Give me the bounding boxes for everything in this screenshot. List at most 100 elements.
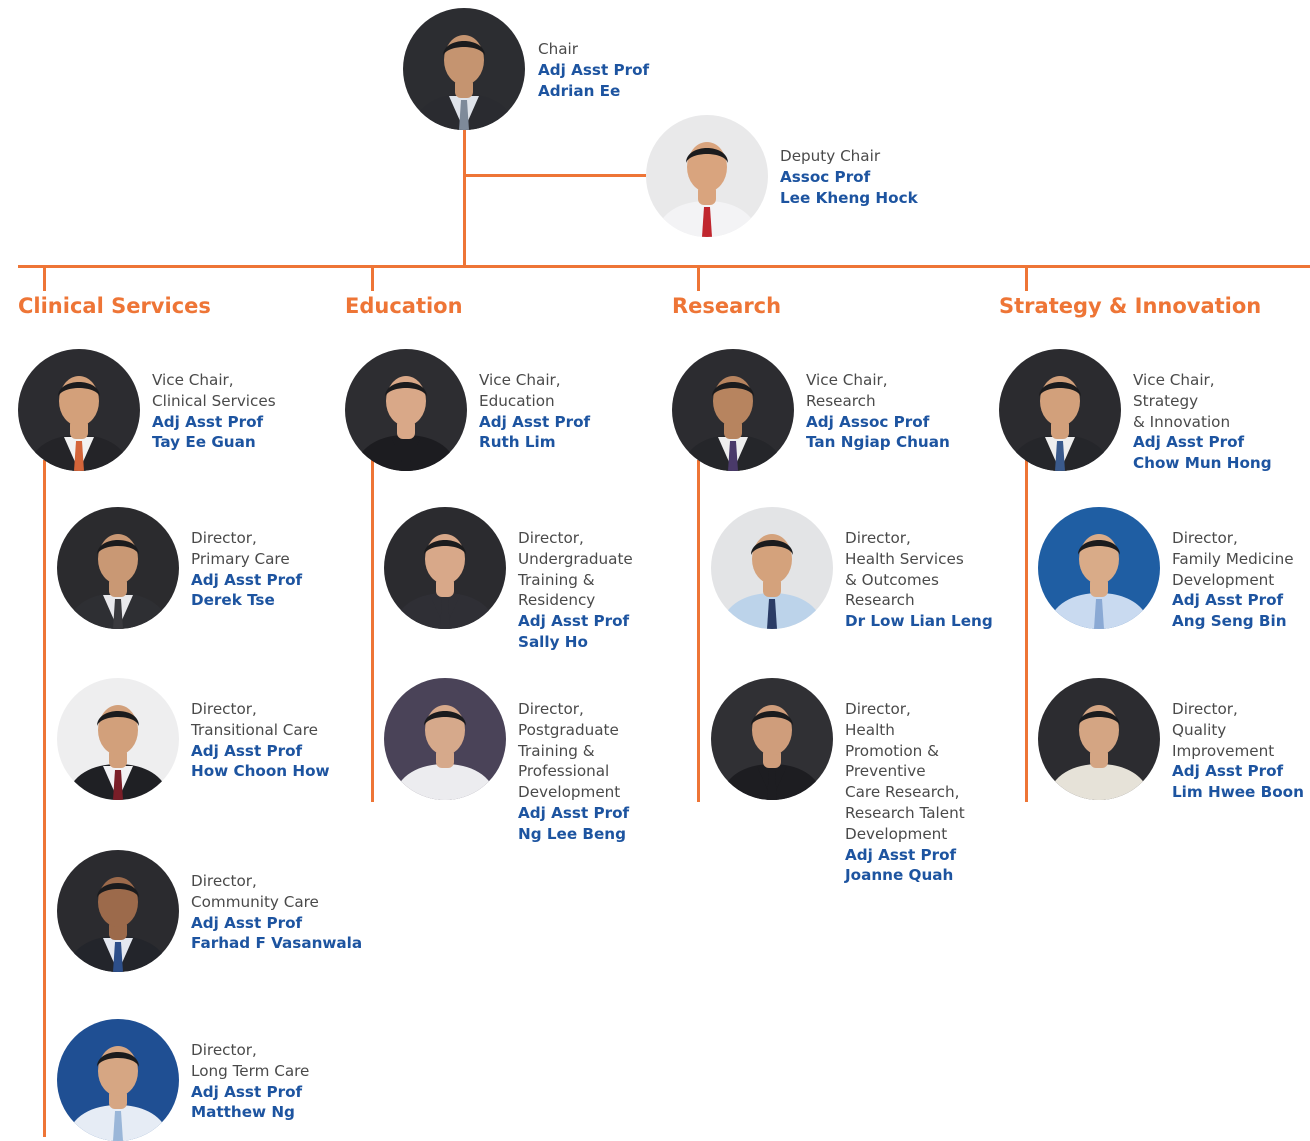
name-line: Adj Asst Prof <box>538 60 650 79</box>
portrait-c5 <box>57 1019 179 1141</box>
portrait-chair <box>403 8 525 130</box>
name-line: Sally Ho <box>518 632 588 651</box>
name-line: Matthew Ng <box>191 1103 295 1122</box>
name-line: Ng Lee Beng <box>518 824 626 843</box>
name-line: How Choon How <box>191 762 330 781</box>
name-line: Lee Kheng Hock <box>780 188 918 207</box>
connector-research-drop <box>697 265 700 291</box>
name-line: Adj Asst Prof <box>191 913 303 932</box>
role-line: Clinical Services <box>152 391 276 410</box>
connector-strategy-drop <box>1025 265 1028 291</box>
portrait-e3 <box>384 678 506 800</box>
portrait-c2 <box>57 507 179 629</box>
name-line: Adj Asst Prof <box>479 412 591 431</box>
name-line: Tay Ee Guan <box>152 433 256 452</box>
role-line: Primary Care <box>191 549 290 568</box>
role-line: Director, <box>518 700 584 718</box>
portrait-r1 <box>672 349 794 471</box>
name-line: Adj Asst Prof <box>1172 762 1284 781</box>
role-line: Transitional Care <box>191 720 318 739</box>
role-line: Development <box>845 824 948 843</box>
name-line: Adj Asst Prof <box>518 612 630 631</box>
name-line: Ang Seng Bin <box>1172 612 1287 631</box>
role-line: Development <box>518 783 621 802</box>
connector-clinical-drop <box>43 265 46 291</box>
connector-education-drop <box>371 265 374 291</box>
role-line: Director, <box>191 1041 257 1059</box>
name-line: Joanne Quah <box>845 866 954 885</box>
name-line: Adj Asst Prof <box>1133 433 1245 452</box>
name-line: Adrian Ee <box>538 81 621 100</box>
role-line: Health <box>845 720 895 739</box>
role-line: Director, <box>191 529 257 547</box>
name-line: Adj Asst Prof <box>1172 591 1284 610</box>
heading-research: Research <box>672 294 782 318</box>
role-line: Training & <box>518 570 595 589</box>
role-line: Research <box>806 391 876 410</box>
name-line: Lim Hwee Boon <box>1172 783 1304 802</box>
connector-deputy-horizontal <box>463 174 646 177</box>
portrait-deputy <box>646 115 768 237</box>
name-line: Adj Asst Prof <box>845 845 957 864</box>
connector-education-column <box>371 460 374 802</box>
role-line: & Innovation <box>1133 412 1231 431</box>
name-line: Dr Low Lian Leng <box>845 612 993 631</box>
connector-clinical-column <box>43 460 46 1137</box>
connector-chair-vertical <box>463 130 466 267</box>
portrait-c3 <box>57 678 179 800</box>
name-line: Farhad F Vasanwala <box>191 934 363 953</box>
role-line: & Outcomes <box>845 570 939 589</box>
role-line: Chair <box>538 40 579 58</box>
name-line: Adj Asst Prof <box>152 412 264 431</box>
portrait-r3 <box>711 678 833 800</box>
heading-clinical-services: Clinical Services <box>18 294 211 318</box>
role-line: Long Term Care <box>191 1061 310 1080</box>
portrait-e2 <box>384 507 506 629</box>
role-line: Director, <box>845 529 911 547</box>
role-line: Residency <box>518 591 596 610</box>
name-line: Derek Tse <box>191 591 275 610</box>
name-line: Chow Mun Hong <box>1133 454 1272 473</box>
role-line: Development <box>1172 570 1275 589</box>
role-line: Vice Chair, <box>1133 371 1215 389</box>
name-line: Tan Ngiap Chuan <box>806 433 950 452</box>
portrait-r2 <box>711 507 833 629</box>
role-line: Family Medicine <box>1172 549 1294 568</box>
role-line: Education <box>479 391 555 410</box>
heading-strategy-innovation: Strategy & Innovation <box>999 294 1262 318</box>
connector-strategy-column <box>1025 460 1028 802</box>
portrait-c4 <box>57 850 179 972</box>
name-line: Adj Asst Prof <box>191 1082 303 1101</box>
role-line: Health Services <box>845 549 964 568</box>
role-line: Quality <box>1172 720 1227 739</box>
name-line: Ruth Lim <box>479 433 556 452</box>
role-line: Undergraduate <box>518 549 633 568</box>
connector-research-column <box>697 460 700 802</box>
portrait-e1 <box>345 349 467 471</box>
role-line: Vice Chair, <box>806 371 888 389</box>
role-line: Director, <box>1172 700 1238 718</box>
name-line: Assoc Prof <box>780 167 871 186</box>
role-line: Director, <box>518 529 584 547</box>
name-line: Adj Assoc Prof <box>806 412 930 431</box>
role-line: Care Research, <box>845 783 960 802</box>
role-line: Director, <box>1172 529 1238 547</box>
role-line: Postgraduate <box>518 720 619 739</box>
role-line: Director, <box>191 872 257 890</box>
role-line: Improvement <box>1172 741 1275 760</box>
role-line: Community Care <box>191 892 319 911</box>
